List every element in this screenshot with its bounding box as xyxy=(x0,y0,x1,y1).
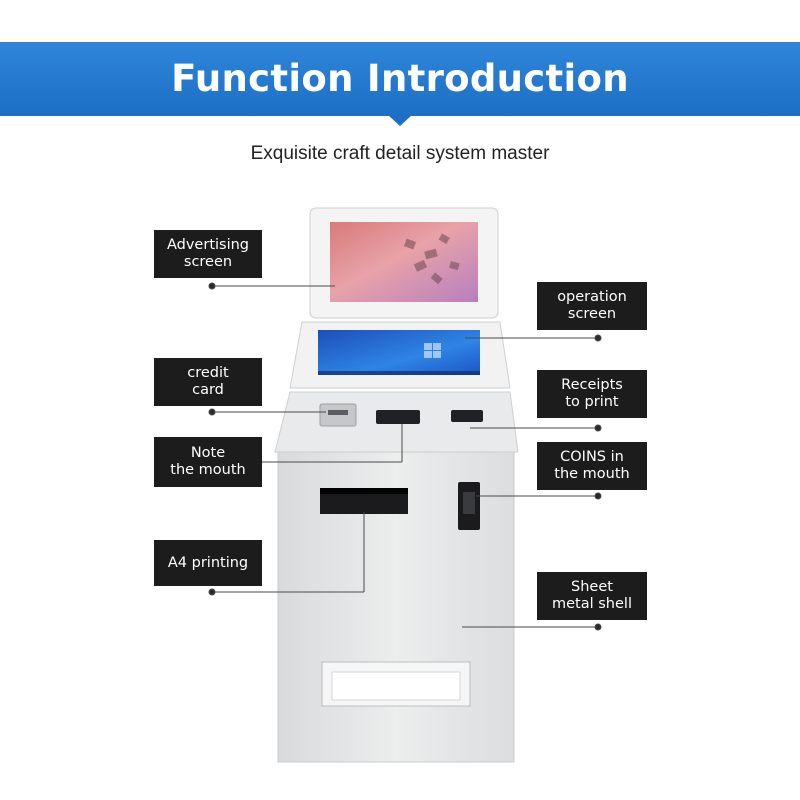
receipt-slot xyxy=(451,410,483,422)
page-title: Function Introduction xyxy=(171,57,629,100)
note-slot xyxy=(376,410,420,424)
operation-screen-display xyxy=(318,330,480,375)
page-subtitle: Exquisite craft detail system master xyxy=(250,143,550,164)
label-operation-screen: operation screen xyxy=(537,282,647,330)
label-a4-printing: A4 printing xyxy=(154,540,262,586)
label-advertising-screen: Advertising screen xyxy=(154,230,262,278)
windows-logo-icon xyxy=(424,343,441,358)
advertising-graphic xyxy=(403,233,460,285)
label-sheet-metal-shell: Sheet metal shell xyxy=(537,572,647,620)
label-credit-card: credit card xyxy=(154,358,262,406)
banner-pointer xyxy=(388,115,412,126)
label-coins-in-the-mouth: COINS in the mouth xyxy=(537,442,647,490)
advertising-screen-display xyxy=(330,222,478,302)
label-note-the-mouth: Note the mouth xyxy=(154,437,262,487)
label-receipts-to-print: Receipts to print xyxy=(537,370,647,418)
title-banner: Function Introduction xyxy=(0,42,800,116)
